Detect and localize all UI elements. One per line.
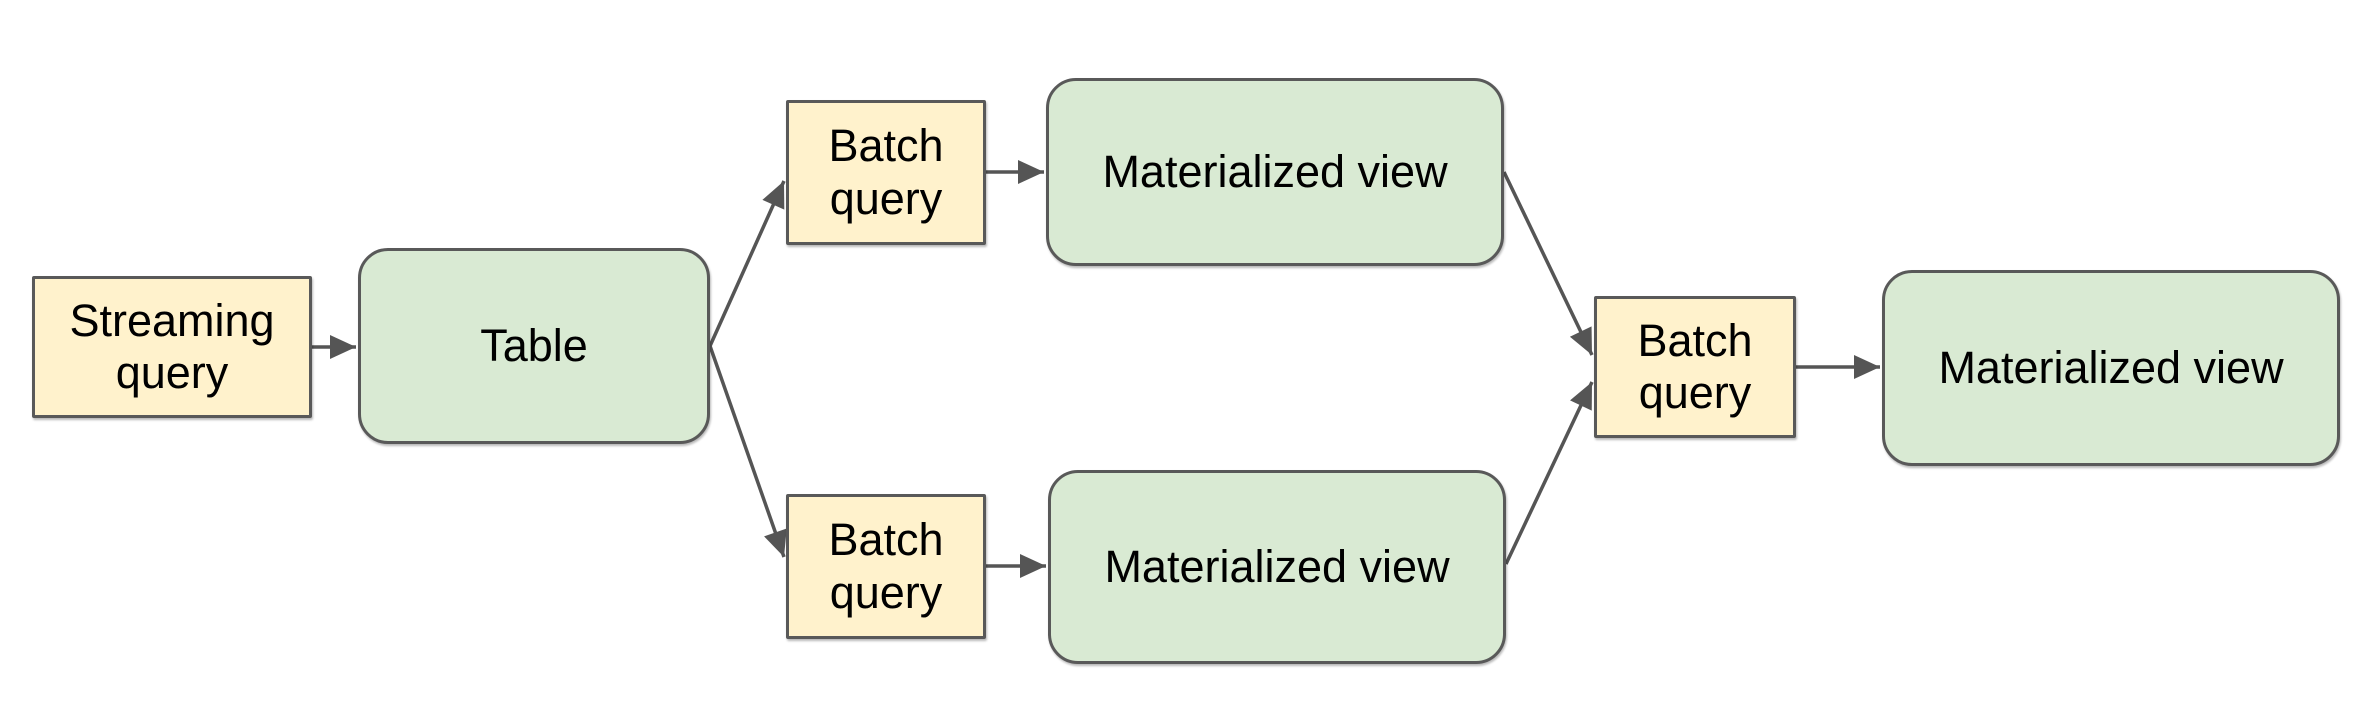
node-materialized-view-top: Materialized view [1046, 78, 1504, 266]
arrow-table-to-batch-query-top [708, 180, 786, 347]
node-label: Batch query [828, 120, 944, 224]
arrow-materialized-view-top-to-batch-query-right [1502, 171, 1594, 356]
node-materialized-view-right: Materialized view [1882, 270, 2340, 466]
node-label: Batch query [1637, 314, 1753, 418]
node-table: Table [358, 248, 710, 444]
node-label: Streaming query [69, 294, 275, 398]
node-batch-query-right: Batch query [1594, 296, 1796, 438]
node-batch-query-bottom: Batch query [786, 494, 986, 639]
node-streaming-query: Streaming query [32, 276, 312, 418]
node-label: Batch query [828, 514, 944, 618]
node-label: Materialized view [1938, 341, 2284, 393]
node-batch-query-top: Batch query [786, 100, 986, 245]
node-label: Materialized view [1104, 540, 1450, 592]
node-materialized-view-bottom: Materialized view [1048, 470, 1506, 664]
node-label: Table [480, 319, 588, 371]
arrow-materialized-view-bottom-to-batch-query-right [1504, 381, 1594, 565]
arrow-table-to-batch-query-bottom [708, 345, 787, 558]
node-label: Materialized view [1102, 145, 1448, 197]
